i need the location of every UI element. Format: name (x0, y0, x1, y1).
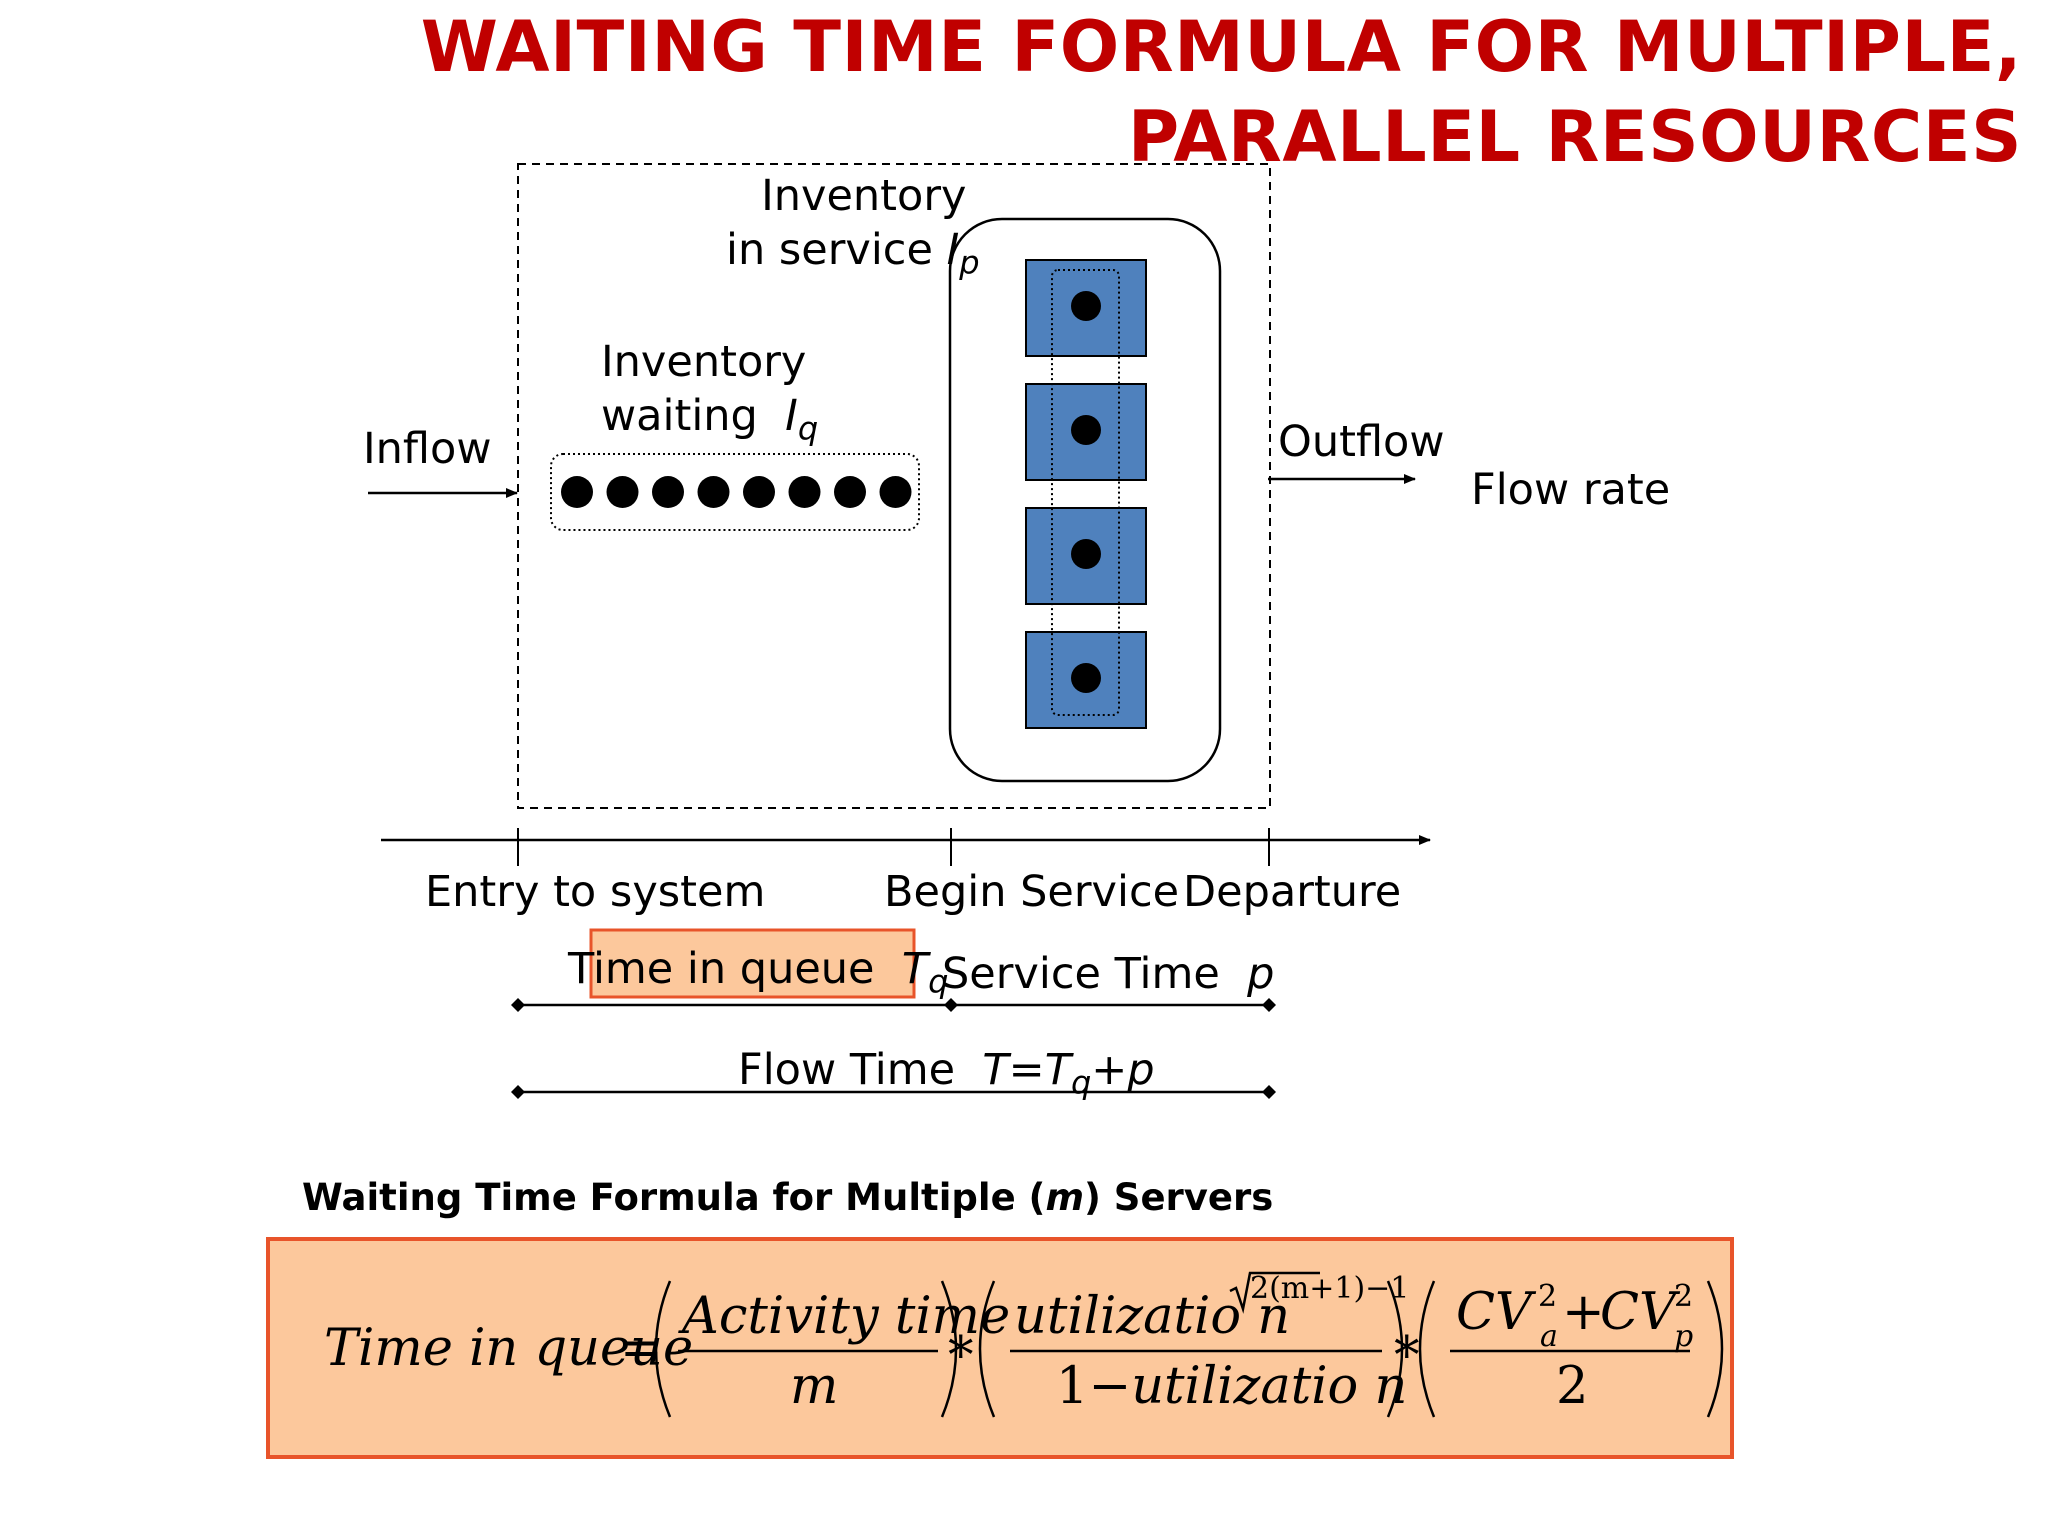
inventory-service-line1: Inventory (761, 171, 967, 221)
queue-item (652, 476, 684, 508)
times-2: * (1394, 1327, 1420, 1386)
interval-endpoints (511, 998, 1276, 1099)
queue-item (561, 476, 593, 508)
queue-dots (561, 476, 912, 508)
inventory-waiting-line1: Inventory (601, 337, 807, 387)
begin-service-label: Begin Service (884, 867, 1180, 917)
formula-lhs: Time in queue (324, 1319, 694, 1378)
inventory-waiting-label: Inventory waiting Iq (601, 336, 818, 448)
queue-item (606, 476, 639, 508)
queue-box (550, 453, 920, 531)
time-in-queue-highlight (589, 928, 916, 999)
f1-numerator: Activity time (682, 1287, 1011, 1346)
server-item-2 (1071, 415, 1101, 445)
title-line-2: PARALLEL RESOURCES (1127, 96, 2022, 178)
server-item-1 (1071, 291, 1101, 321)
service-inner-outline (1051, 269, 1120, 716)
system-boundary (517, 163, 1271, 809)
flow-time-label: Flow Time T=Tq+p (738, 1045, 1155, 1102)
f3-cv-p: CV (1600, 1283, 1676, 1342)
queue-item (879, 476, 912, 508)
formula-strokes (654, 1271, 1724, 1418)
f3-cv-a: CV (1456, 1283, 1532, 1342)
f3-plus: + (1562, 1283, 1605, 1342)
inflow-label: Inflow (363, 424, 492, 474)
flow-rate-label: Flow rate (1471, 465, 1671, 515)
service-area (948, 217, 1222, 783)
f3-sup-p: 2 (1674, 1279, 1694, 1314)
queue-item (834, 476, 866, 508)
queue-item (697, 476, 730, 508)
inventory-service-label: Inventory in service Ip (726, 170, 980, 282)
servers (1025, 259, 1147, 729)
server-item-4 (1071, 663, 1101, 693)
formula-equals: = (620, 1319, 663, 1378)
f2-exponent: 2(m+1)−1 (1250, 1271, 1410, 1306)
f3-sub-p: p (1674, 1319, 1694, 1354)
inventory-waiting-line2: waiting Iq (601, 390, 819, 448)
departure-label: Departure (1183, 867, 1402, 917)
slide-title: WAITING TIME FORMULA FOR MULTIPLE, PARAL… (322, 2, 2022, 182)
queue-item (743, 476, 775, 508)
time-in-queue-label: Time in queue Tq (568, 944, 949, 1001)
formula-heading: Waiting Time Formula for Multiple (m) Se… (302, 1176, 1274, 1219)
inventory-service-line2: in service Ip (726, 224, 980, 282)
formula-box: Time in queue = Activity time m * utiliz… (266, 1237, 1734, 1459)
f2-denominator: 1−utilizatio n (1056, 1357, 1408, 1416)
f3-sup-a: 2 (1538, 1279, 1558, 1314)
outflow-label: Outflow (1278, 417, 1445, 467)
queue-item (788, 476, 821, 508)
f2-numerator: utilizatio n (1014, 1287, 1291, 1346)
f1-denominator: m (790, 1357, 839, 1416)
f3-sub-a: a (1540, 1319, 1558, 1354)
service-time-label: Service Time p (942, 949, 1275, 999)
title-line-1: WAITING TIME FORMULA FOR MULTIPLE, (420, 6, 2022, 88)
times-1: * (948, 1327, 974, 1386)
server-item-3 (1071, 539, 1101, 569)
entry-label: Entry to system (425, 867, 766, 917)
f3-denominator: 2 (1556, 1357, 1589, 1416)
